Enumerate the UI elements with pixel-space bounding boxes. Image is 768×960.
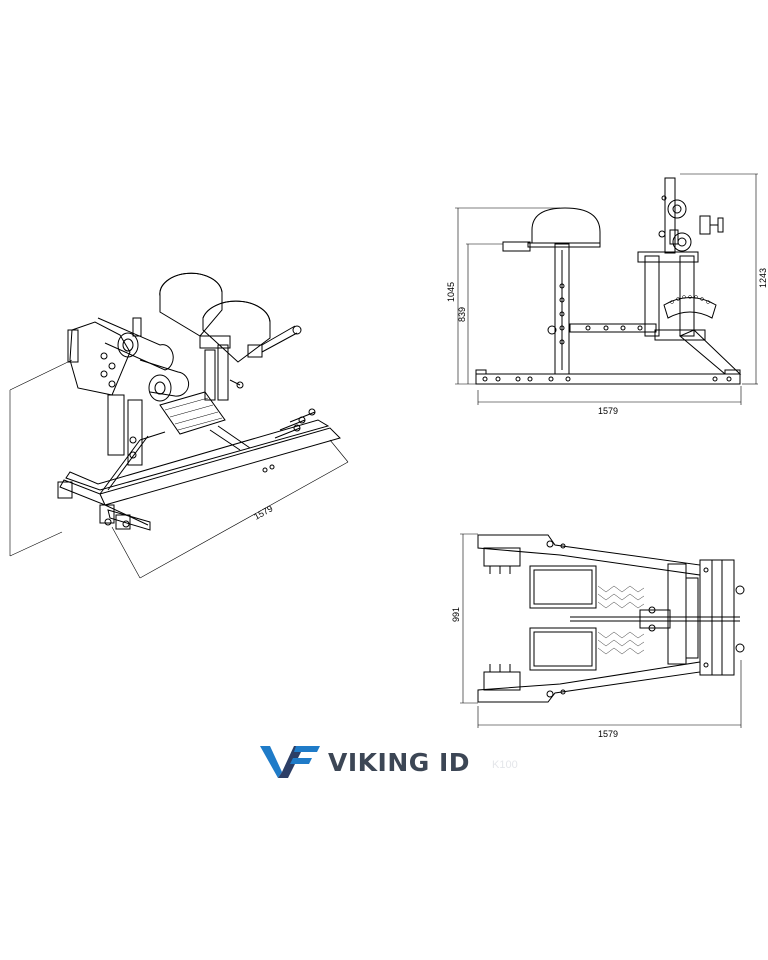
top-upper-rail	[477, 534, 701, 576]
brand-logo: VIKING ID K100	[260, 742, 518, 782]
side-view	[475, 177, 742, 385]
isometric-view	[57, 272, 341, 531]
side-dimensions	[455, 173, 758, 405]
iso-pad-front	[202, 300, 271, 363]
brand-watermark: K100	[492, 759, 518, 771]
brand-name: VIKING ID	[328, 747, 471, 777]
iso-dim-height: 1243	[0, 0, 20, 2]
iso-pad-rear	[159, 272, 223, 337]
top-dim-width: 991	[451, 607, 461, 622]
side-roller-lower	[672, 232, 692, 252]
side-base-rail	[475, 373, 741, 385]
iso-length-dimension	[111, 439, 349, 579]
iso-base-frame	[59, 427, 341, 506]
side-dim-length: 1579	[598, 406, 618, 416]
vf-logo-icon	[260, 746, 320, 778]
side-seat-pad	[531, 207, 601, 244]
top-lower-rail	[477, 661, 701, 703]
iso-footplate	[159, 391, 226, 435]
top-pad-lower	[529, 627, 597, 671]
side-dim-right-height: 1243	[758, 268, 768, 288]
top-dimensions	[460, 533, 742, 728]
iso-dim-length: 1579	[252, 503, 274, 521]
iso-rear-beam	[107, 509, 151, 531]
side-dim-total-height: 1045	[446, 282, 456, 302]
top-dim-length: 1579	[598, 729, 618, 739]
iso-side-plate	[69, 321, 131, 396]
top-pad-upper	[529, 565, 597, 609]
iso-height-dimension	[9, 359, 73, 557]
side-dim-pad-height: 839	[457, 307, 467, 322]
iso-base-frame-inner	[65, 419, 330, 491]
top-view	[477, 534, 745, 703]
side-roller-upper	[667, 199, 687, 219]
